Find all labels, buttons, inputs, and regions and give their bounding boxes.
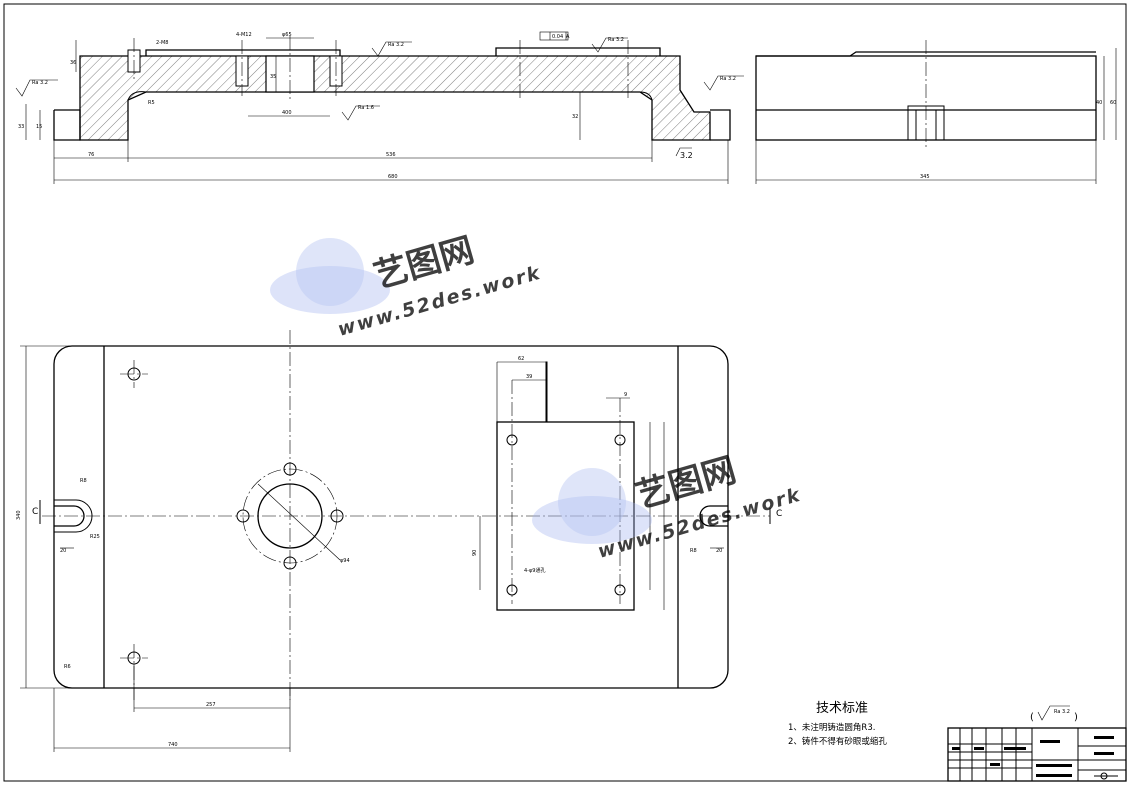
dim-thread-a: 2-M8 xyxy=(156,40,168,46)
dim-inner-depth: 32 xyxy=(572,114,578,120)
section-mark-left: C xyxy=(32,507,38,517)
dim-top-thickness: 36 xyxy=(70,60,76,66)
side-dim-width: 345 xyxy=(920,174,930,180)
dim-left-offset: 76 xyxy=(88,152,94,158)
dim-edge-height-b: 15 xyxy=(36,124,42,130)
plan-dim-pocket-height: 90 xyxy=(472,550,478,556)
plan-dim-slot-angle: R6 xyxy=(64,664,71,670)
plan-dim-pocket-width: 62 xyxy=(518,356,524,362)
roughness-label-1: Ra 3.2 xyxy=(32,80,48,86)
general-roughness-value: Ra 3.2 xyxy=(1054,709,1070,715)
plan-dim-pocket-offset: 39 xyxy=(526,374,532,380)
dim-thread-b: 4-M12 xyxy=(236,32,252,38)
plan-dim-hole-offset: 257 xyxy=(206,702,216,708)
roughness-label-4: Ra 3.2 xyxy=(720,76,736,82)
roughness-label-2: Ra 3.2 xyxy=(388,42,404,48)
plan-dim-slot-radius: R8 xyxy=(80,478,87,484)
front-view: 680 536 76 33 15 32 36 400 φ65 35 2-M8 4… xyxy=(15,31,744,184)
dim-hole-spacing: 400 xyxy=(282,110,292,116)
roughness-label-5: Ra 1.6 xyxy=(358,105,374,111)
plan-view: 340 257 740 R8 20 R8 20 φ94 R25 R6 62 39… xyxy=(16,330,782,752)
section-mark-right: C xyxy=(776,509,782,519)
svg-text:(: ( xyxy=(1030,712,1034,723)
watermark-1: 艺图网 www.52des.work xyxy=(270,230,544,341)
dim-fillet: R5 xyxy=(148,100,155,106)
side-dim-height-a: 40 xyxy=(1096,100,1102,106)
dim-inner-width: 536 xyxy=(386,152,396,158)
side-view: 345 40 60 xyxy=(755,40,1116,184)
front-section-body xyxy=(79,55,711,141)
plan-dim-slot-width-right: 20 xyxy=(716,548,722,554)
plan-dim-pocket-small: 9 xyxy=(624,392,627,398)
technical-note-2: 2、铸件不得有砂眼或缩孔 xyxy=(788,736,887,747)
technical-notes: 技术标准 1、未注明铸造圆角R3. 2、铸件不得有砂眼或缩孔 xyxy=(788,701,887,747)
datum-label: A xyxy=(566,34,570,40)
plan-dim-overall-length: 740 xyxy=(168,742,178,748)
plan-dim-slot-radius-right: R8 xyxy=(690,548,697,554)
plan-dim-slot-width: 20 xyxy=(60,548,66,554)
dim-overall-width: 680 xyxy=(388,174,398,180)
dim-counterbore-depth: 35 xyxy=(270,74,276,80)
dim-edge-height-a: 33 xyxy=(18,124,24,130)
technical-title: 技术标准 xyxy=(816,701,868,716)
roughness-label-3: Ra 3.2 xyxy=(608,37,624,43)
svg-text:): ) xyxy=(1074,712,1078,723)
technical-note-1: 1、未注明铸造圆角R3. xyxy=(788,722,875,733)
sheet-border xyxy=(3,3,1127,782)
plan-dim-height: 340 xyxy=(16,510,22,520)
rough-symbol-value: 3.2 xyxy=(680,151,693,160)
plan-dim-corner-radius: R25 xyxy=(90,534,100,540)
plan-hole-callout: 4-φ9通孔 xyxy=(524,567,545,574)
plan-dim-bolt-circle: φ94 xyxy=(340,558,350,564)
general-roughness: ( Ra 3.2 ) xyxy=(1030,705,1078,723)
side-dim-height-b: 60 xyxy=(1110,100,1116,106)
title-block xyxy=(947,727,1127,782)
dim-bore-dia: φ65 xyxy=(282,32,292,38)
flatness-tolerance: 0.04 xyxy=(552,34,563,40)
watermark-2: 艺图网 www.52des.work xyxy=(532,450,804,563)
